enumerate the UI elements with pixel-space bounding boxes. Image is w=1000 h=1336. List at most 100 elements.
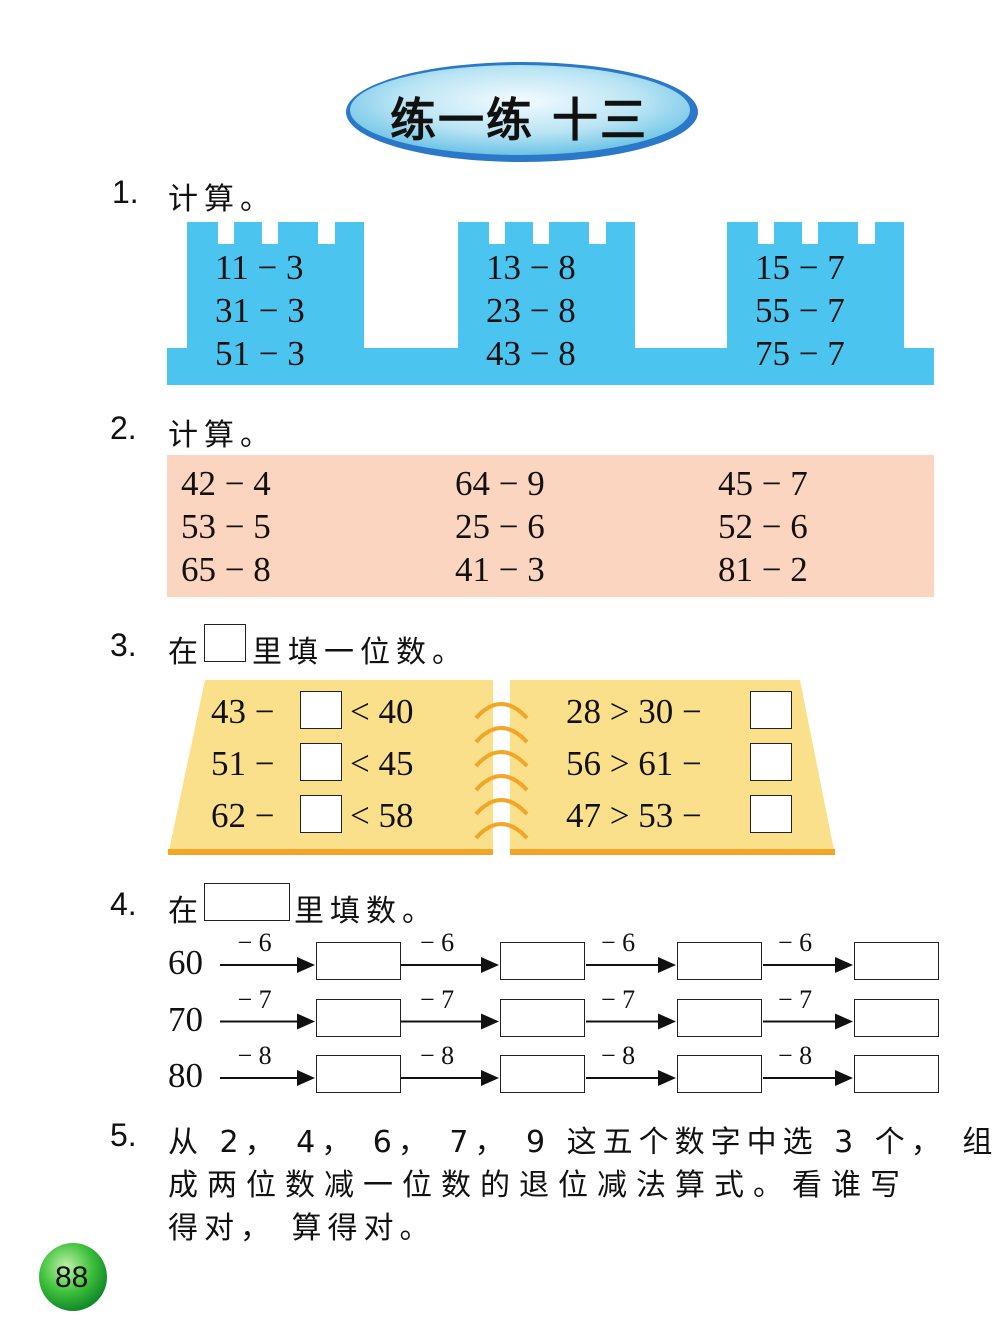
answer-box[interactable] [316, 998, 401, 1037]
step-label: − 7 [778, 984, 813, 1014]
step-label: − 7 [237, 984, 272, 1014]
q1-instruction: 计算。 [168, 182, 276, 217]
q3-instruction-end: 里填一位数。 [252, 635, 468, 670]
castle-expression: 75 − 7 [755, 334, 845, 373]
inequality-right-part: < 58 [350, 796, 414, 835]
castle-merlon [875, 222, 904, 246]
ring [474, 750, 529, 768]
answer-box[interactable] [316, 942, 401, 980]
castle-expression: 15 − 7 [755, 248, 845, 287]
q3-instruction-start: 在 [168, 635, 204, 670]
inequality-expression: 47 > 53 − [566, 796, 702, 835]
castle-wall [167, 222, 934, 385]
q4-instruction-end: 里填数。 [294, 894, 438, 929]
q5-number: 5. [110, 1117, 137, 1153]
q4-instruction-start: 在 [168, 894, 204, 929]
inequality-left-part: 62 − [211, 796, 275, 835]
step-label: − 8 [420, 1041, 455, 1070]
subtraction-expression: 81 − 2 [718, 550, 808, 589]
castle-tower [727, 244, 904, 354]
step-label: − 7 [420, 984, 455, 1014]
inequality-left-part: 51 − [211, 744, 275, 783]
inequality-expression: 28 > 30 − [566, 692, 702, 731]
arrow-head [658, 1013, 676, 1030]
castle-base [167, 348, 934, 385]
castle-expression: 23 − 8 [486, 291, 576, 330]
castle-expression: 51 − 3 [215, 334, 305, 373]
arrow-head [835, 1070, 853, 1086]
castle-tower [458, 244, 635, 354]
inequality-right-part: < 45 [350, 744, 414, 783]
answer-box[interactable] [300, 691, 342, 729]
answer-box[interactable] [677, 998, 762, 1037]
subtraction-expression: 65 − 8 [181, 550, 271, 589]
castle-expression: 11 − 3 [215, 248, 304, 287]
castle-merlon [458, 222, 489, 246]
castle-merlon [774, 222, 802, 246]
pink-panel [167, 455, 934, 597]
castle-expression: 13 − 8 [486, 248, 576, 287]
answer-box[interactable] [316, 1055, 401, 1093]
page-number-badge [39, 1243, 107, 1311]
castle-merlon [234, 222, 262, 246]
example-blank-box [204, 624, 246, 662]
answer-box[interactable] [677, 1055, 762, 1093]
book-binding-rings [474, 702, 529, 840]
answer-box[interactable] [750, 691, 792, 729]
castle-expression: 55 − 7 [755, 291, 845, 330]
start-number: 60 [168, 943, 203, 982]
arrow-head [835, 957, 853, 973]
q1-number: 1. [112, 174, 139, 210]
answer-box[interactable] [500, 1055, 585, 1093]
arrow-head [297, 1070, 315, 1086]
q2-instruction: 计算。 [168, 418, 276, 453]
subtraction-expression: 52 − 6 [718, 507, 808, 546]
arrow-head [297, 957, 315, 973]
answer-box[interactable] [300, 743, 342, 781]
castle-merlon [335, 222, 364, 246]
castle-tower [187, 244, 364, 354]
answer-box[interactable] [750, 795, 792, 833]
q2-number: 2. [110, 410, 137, 446]
ring [474, 702, 529, 720]
castle-merlon [505, 222, 533, 246]
start-number: 80 [168, 1056, 203, 1095]
q3-number: 3. [110, 627, 137, 663]
castle-expression: 43 − 8 [486, 334, 576, 373]
step-label: − 7 [601, 984, 636, 1014]
answer-box[interactable] [854, 998, 939, 1037]
arrow-head [297, 1013, 315, 1030]
arrow-head [481, 957, 499, 973]
ring [474, 726, 529, 744]
start-number: 70 [168, 999, 203, 1039]
castle-merlon [727, 222, 758, 246]
answer-box[interactable] [854, 942, 939, 980]
step-label: − 6 [778, 928, 813, 957]
inequality-right-part: < 40 [350, 692, 414, 731]
example-blank-box [204, 883, 290, 921]
q5-line-3: 得对， 算得对。 [168, 1211, 436, 1246]
inequality-left-part: 43 − [211, 692, 275, 731]
castle-merlon [818, 222, 858, 246]
answer-box[interactable] [854, 1055, 939, 1093]
castle-merlon [549, 222, 589, 246]
ring [474, 774, 529, 792]
answer-box[interactable] [300, 795, 342, 833]
arrow-chains [220, 957, 853, 1086]
subtraction-expression: 41 − 3 [455, 550, 545, 589]
arrow-head [481, 1070, 499, 1086]
subtraction-expression: 42 − 4 [181, 464, 271, 503]
answer-box[interactable] [677, 942, 762, 980]
castle-expression: 31 − 3 [215, 291, 305, 330]
answer-box[interactable] [500, 998, 585, 1037]
castle-merlon [187, 222, 218, 246]
castle-merlon [606, 222, 635, 246]
step-label: − 8 [601, 1041, 636, 1070]
step-label: − 6 [601, 928, 636, 957]
page-title: 练一练 十三 [390, 93, 649, 147]
answer-box[interactable] [500, 942, 585, 980]
step-label: − 6 [237, 928, 272, 957]
q5-line-1: 从 2， 4， 6， 7， 9 这五个数字中选 3 个， 组 [168, 1125, 999, 1160]
answer-box[interactable] [750, 743, 792, 781]
